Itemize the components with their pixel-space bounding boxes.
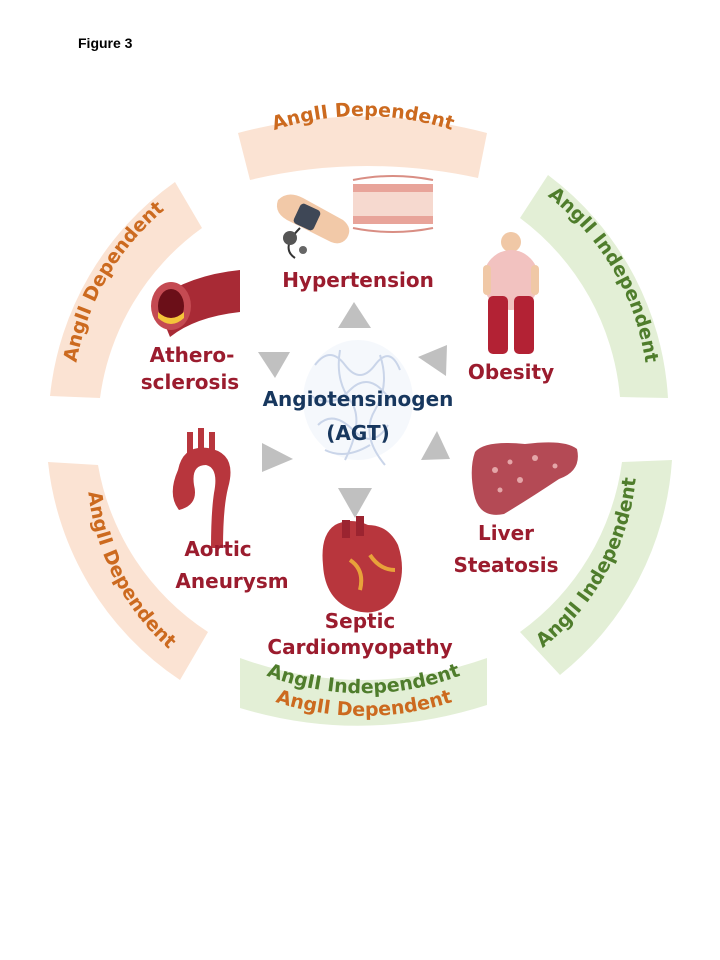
arrow-to-aortic <box>262 443 293 472</box>
label-septic-2: Cardiomyopathy <box>267 635 452 659</box>
label-aortic-2: Aneurysm <box>175 569 288 593</box>
liver-icon <box>471 442 578 515</box>
label-liver-2: Steatosis <box>454 553 559 577</box>
agt-protein-icon <box>303 340 413 466</box>
label-aortic-1: Aortic <box>184 537 251 561</box>
arrow-to-liver <box>421 431 450 460</box>
label-obesity: Obesity <box>468 360 554 384</box>
heart-icon <box>322 516 402 613</box>
center-abbrev: (AGT) <box>326 421 389 445</box>
aorta-icon <box>172 428 231 548</box>
label-hypertension: Hypertension <box>282 268 434 292</box>
band-top <box>238 116 487 180</box>
center-title: Angiotensinogen <box>263 387 454 411</box>
plaque-artery-icon <box>151 270 240 337</box>
label-athero-1: Athero- <box>150 343 235 367</box>
blood-vessel-icon <box>352 175 434 233</box>
arrow-to-athero <box>258 352 290 378</box>
figure-label: Figure 3 <box>78 35 133 51</box>
label-athero-2: sclerosis <box>141 370 239 394</box>
arrow-to-obesity <box>418 345 447 376</box>
arrows <box>258 302 450 518</box>
band-upper-left <box>50 182 202 398</box>
arrow-to-septic <box>338 488 372 518</box>
band-upper-right <box>520 175 668 398</box>
blood-pressure-cuff-icon <box>276 194 350 259</box>
band-lower-right <box>520 460 672 675</box>
band-lower-left <box>48 462 208 680</box>
label-septic-1: Septic <box>325 609 396 633</box>
arrow-to-hypertension <box>338 302 371 328</box>
obese-person-icon <box>483 232 539 354</box>
label-liver-1: Liver <box>478 521 534 545</box>
band-bottom <box>240 658 487 726</box>
